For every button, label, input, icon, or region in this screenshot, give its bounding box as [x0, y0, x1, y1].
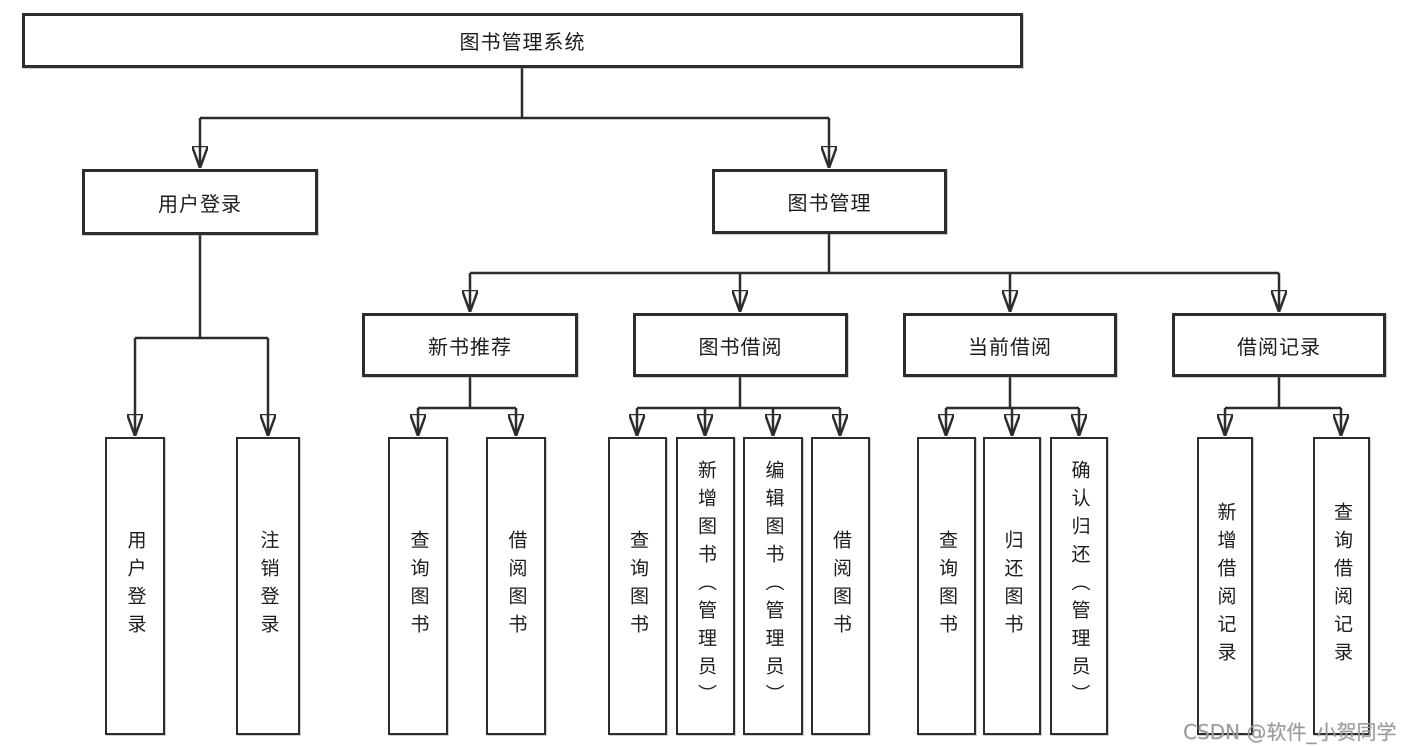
leaf-label: 新增借阅记录 [1214, 502, 1237, 670]
leaf-label: 借阅图书 [505, 530, 528, 642]
connector-login-children [135, 235, 268, 435]
leaf-label: 查询图书 [407, 530, 430, 642]
node-book-management: 图书管理 [712, 169, 947, 234]
leaf-query-books-current: 查询图书 [917, 437, 976, 735]
leaf-label: 借阅图书 [830, 530, 852, 642]
connector-root-to-level2 [200, 68, 829, 167]
connector-borrow-children [637, 377, 840, 435]
connector-newbook-children [418, 377, 516, 435]
leaf-label: 新增图书（管理员） [695, 460, 717, 712]
csdn-watermark: CSDN @软件_小贺同学 [1183, 720, 1397, 744]
node-book-borrow: 图书借阅 [633, 313, 848, 377]
node-root: 图书管理系统 [22, 13, 1023, 68]
node-user-login: 用户登录 [82, 169, 318, 235]
leaf-label: 编辑图书（管理员） [762, 460, 785, 712]
node-current-borrow: 当前借阅 [903, 313, 1117, 377]
leaf-label: 用户登录 [124, 530, 147, 642]
leaf-borrow-books-borrow: 借阅图书 [811, 437, 870, 735]
leaf-query-books-newbook: 查询图书 [388, 437, 448, 735]
node-borrow-records: 借阅记录 [1172, 313, 1386, 377]
leaf-confirm-return-admin: 确认归还（管理员） [1050, 437, 1108, 735]
leaf-label: 查询图书 [936, 530, 958, 642]
leaf-borrow-books-newbook: 借阅图书 [486, 437, 546, 735]
leaf-logout: 注销登录 [236, 437, 300, 735]
leaf-label: 查询图书 [627, 530, 649, 642]
connector-records-children [1225, 377, 1341, 435]
leaf-return-books: 归还图书 [983, 437, 1041, 735]
node-new-book-recommend: 新书推荐 [362, 313, 578, 377]
leaf-label: 确认归还（管理员） [1068, 460, 1091, 712]
connector-current-children [946, 377, 1079, 435]
leaf-label: 查询借阅记录 [1331, 502, 1353, 670]
leaf-label: 归还图书 [1001, 530, 1024, 642]
leaf-add-books-admin: 新增图书（管理员） [676, 437, 735, 735]
leaf-label: 注销登录 [257, 530, 280, 642]
leaf-edit-books-admin: 编辑图书（管理员） [743, 437, 803, 735]
connector-management-to-level3 [470, 234, 1279, 311]
leaf-add-borrow-record: 新增借阅记录 [1197, 437, 1253, 735]
leaf-user-login: 用户登录 [105, 437, 165, 735]
leaf-query-books-borrow: 查询图书 [608, 437, 667, 735]
leaf-query-borrow-record: 查询借阅记录 [1313, 437, 1370, 735]
